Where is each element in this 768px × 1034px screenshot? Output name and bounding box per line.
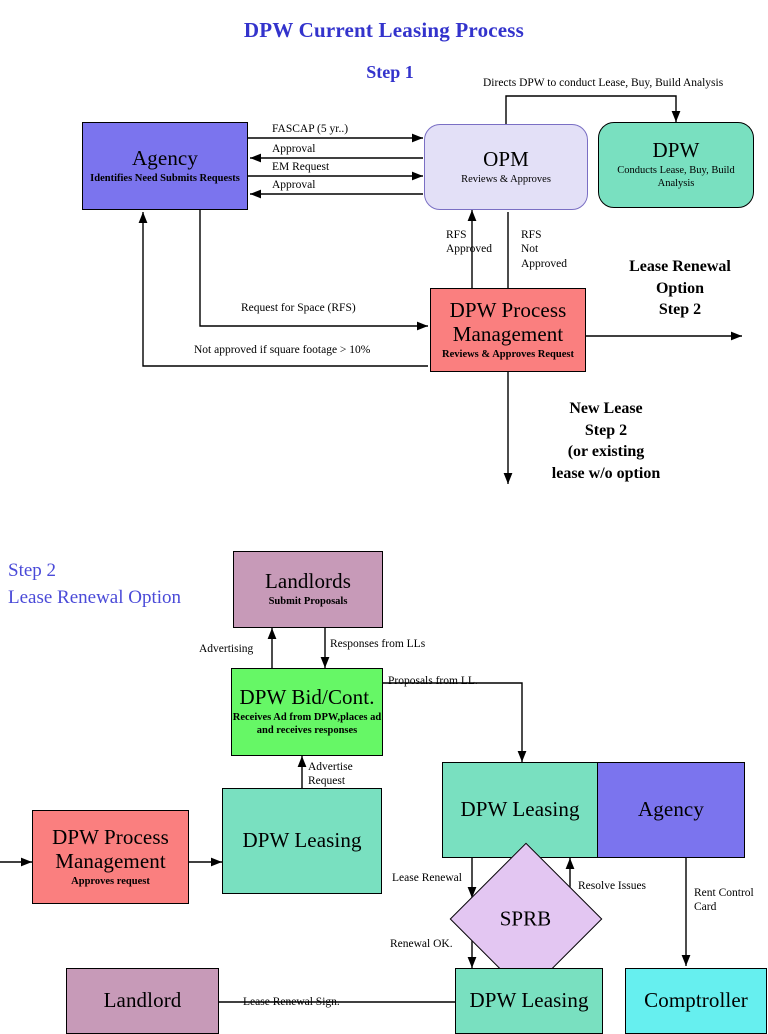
node-leasing2-title: DPW Leasing [460,797,580,822]
label-advertising: Advertising [199,643,254,655]
node-sprb-title: SPRB [500,906,552,931]
label-not-approved-10pct: Not approved if square footage > 10% [194,344,371,356]
node-opm-title: OPM [483,146,529,171]
node-agency-2[interactable]: Agency [597,762,745,858]
node-comptroller-title: Comptroller [644,988,748,1013]
label-lease-renewal-sign: Lease Renewal Sign. [243,996,340,1008]
label-directs-dpw: Directs DPW to conduct Lease, Buy, Build… [483,77,724,89]
label-request-for-space: Request for Space (RFS) [241,302,356,314]
node-bid-cont-subtitle: Receives Ad from DPW,places ad and recei… [232,712,382,736]
node-opm-subtitle: Reviews & Approves [461,173,551,185]
label-advertise-request: Advertise Request [308,761,353,788]
label-resolve-issues: Resolve Issues [578,880,647,892]
edge-proposals-from-ll [383,682,527,762]
node-landlords[interactable]: Landlords Submit Proposals [233,551,383,628]
node-dpw-process-management-2[interactable]: DPW Process Management Approves request [32,810,189,904]
node-process2-title: DPW Process Management [52,824,169,873]
node-landlord-title: Landlord [103,988,182,1013]
label-responses-from-lls: Responses from LLs [330,638,426,650]
step2-heading-line1: Step 2 [8,560,57,581]
node-dpw-analysis-title: DPW [652,138,700,163]
node-agency2-title: Agency [638,797,704,822]
label-renewal-ok: Renewal OK. [390,938,453,950]
node-dpw-process-management[interactable]: DPW Process Management Reviews & Approve… [430,288,586,372]
label-em-request: EM Request [272,161,330,173]
page-title: DPW Current Leasing Process [243,18,525,42]
node-landlord[interactable]: Landlord [66,968,219,1034]
label-approval-2: Approval [272,179,316,191]
node-agency[interactable]: Agency Identifies Need Submits Requests [82,122,248,210]
node-dpw-leasing-3[interactable]: DPW Leasing [455,968,603,1034]
node-leasing3-title: DPW Leasing [469,988,589,1013]
edge-directs-dpw [505,95,681,124]
label-approval-1: Approval [272,143,316,155]
node-dpw-leasing-2[interactable]: DPW Leasing [442,762,598,858]
node-comptroller[interactable]: Comptroller [625,968,767,1034]
step2-heading-line2: Lease Renewal Option [8,587,182,608]
node-opm[interactable]: OPM Reviews & Approves [424,124,588,210]
node-agency-title: Agency [132,145,198,170]
node-dpw-analysis-subtitle: Conducts Lease, Buy, Build Analysis [617,165,735,189]
step1-heading: Step 1 [366,62,414,82]
node-bid-cont-title: DPW Bid/Cont. [239,685,375,710]
label-rfs-approved: RFS Approved [446,229,492,256]
node-agency-subtitle: Identifies Need Submits Requests [90,172,240,184]
node-landlords-title: Landlords [264,569,352,594]
node-landlords-subtitle: Submit Proposals [268,596,348,608]
node-dpw-leasing-1[interactable]: DPW Leasing [222,788,382,894]
node-process-subtitle: Reviews & Approves Request [442,348,574,360]
annotation-new-lease-step2: New Lease Step 2 (or existing lease w/o … [551,400,661,482]
node-process2-subtitle: Approves request [71,875,150,887]
node-leasing1-title: DPW Leasing [242,828,362,853]
label-rfs-not-approved: RFS Not Approved [521,229,567,270]
label-fascap: FASCAP (5 yr..) [272,123,349,135]
node-process-title: DPW Process Management [449,297,567,346]
annotation-lease-renewal-step2: Lease Renewal Option Step 2 [629,258,731,319]
label-lease-renewal: Lease Renewal [392,872,462,884]
label-proposals-from-ll: Proposals from LL. [388,675,478,687]
node-dpw-bid-cont[interactable]: DPW Bid/Cont. Receives Ad from DPW,place… [231,668,383,756]
label-rent-control-card: Rent Control Card [694,887,754,914]
node-dpw-analysis[interactable]: DPW Conducts Lease, Buy, Build Analysis [598,122,754,208]
